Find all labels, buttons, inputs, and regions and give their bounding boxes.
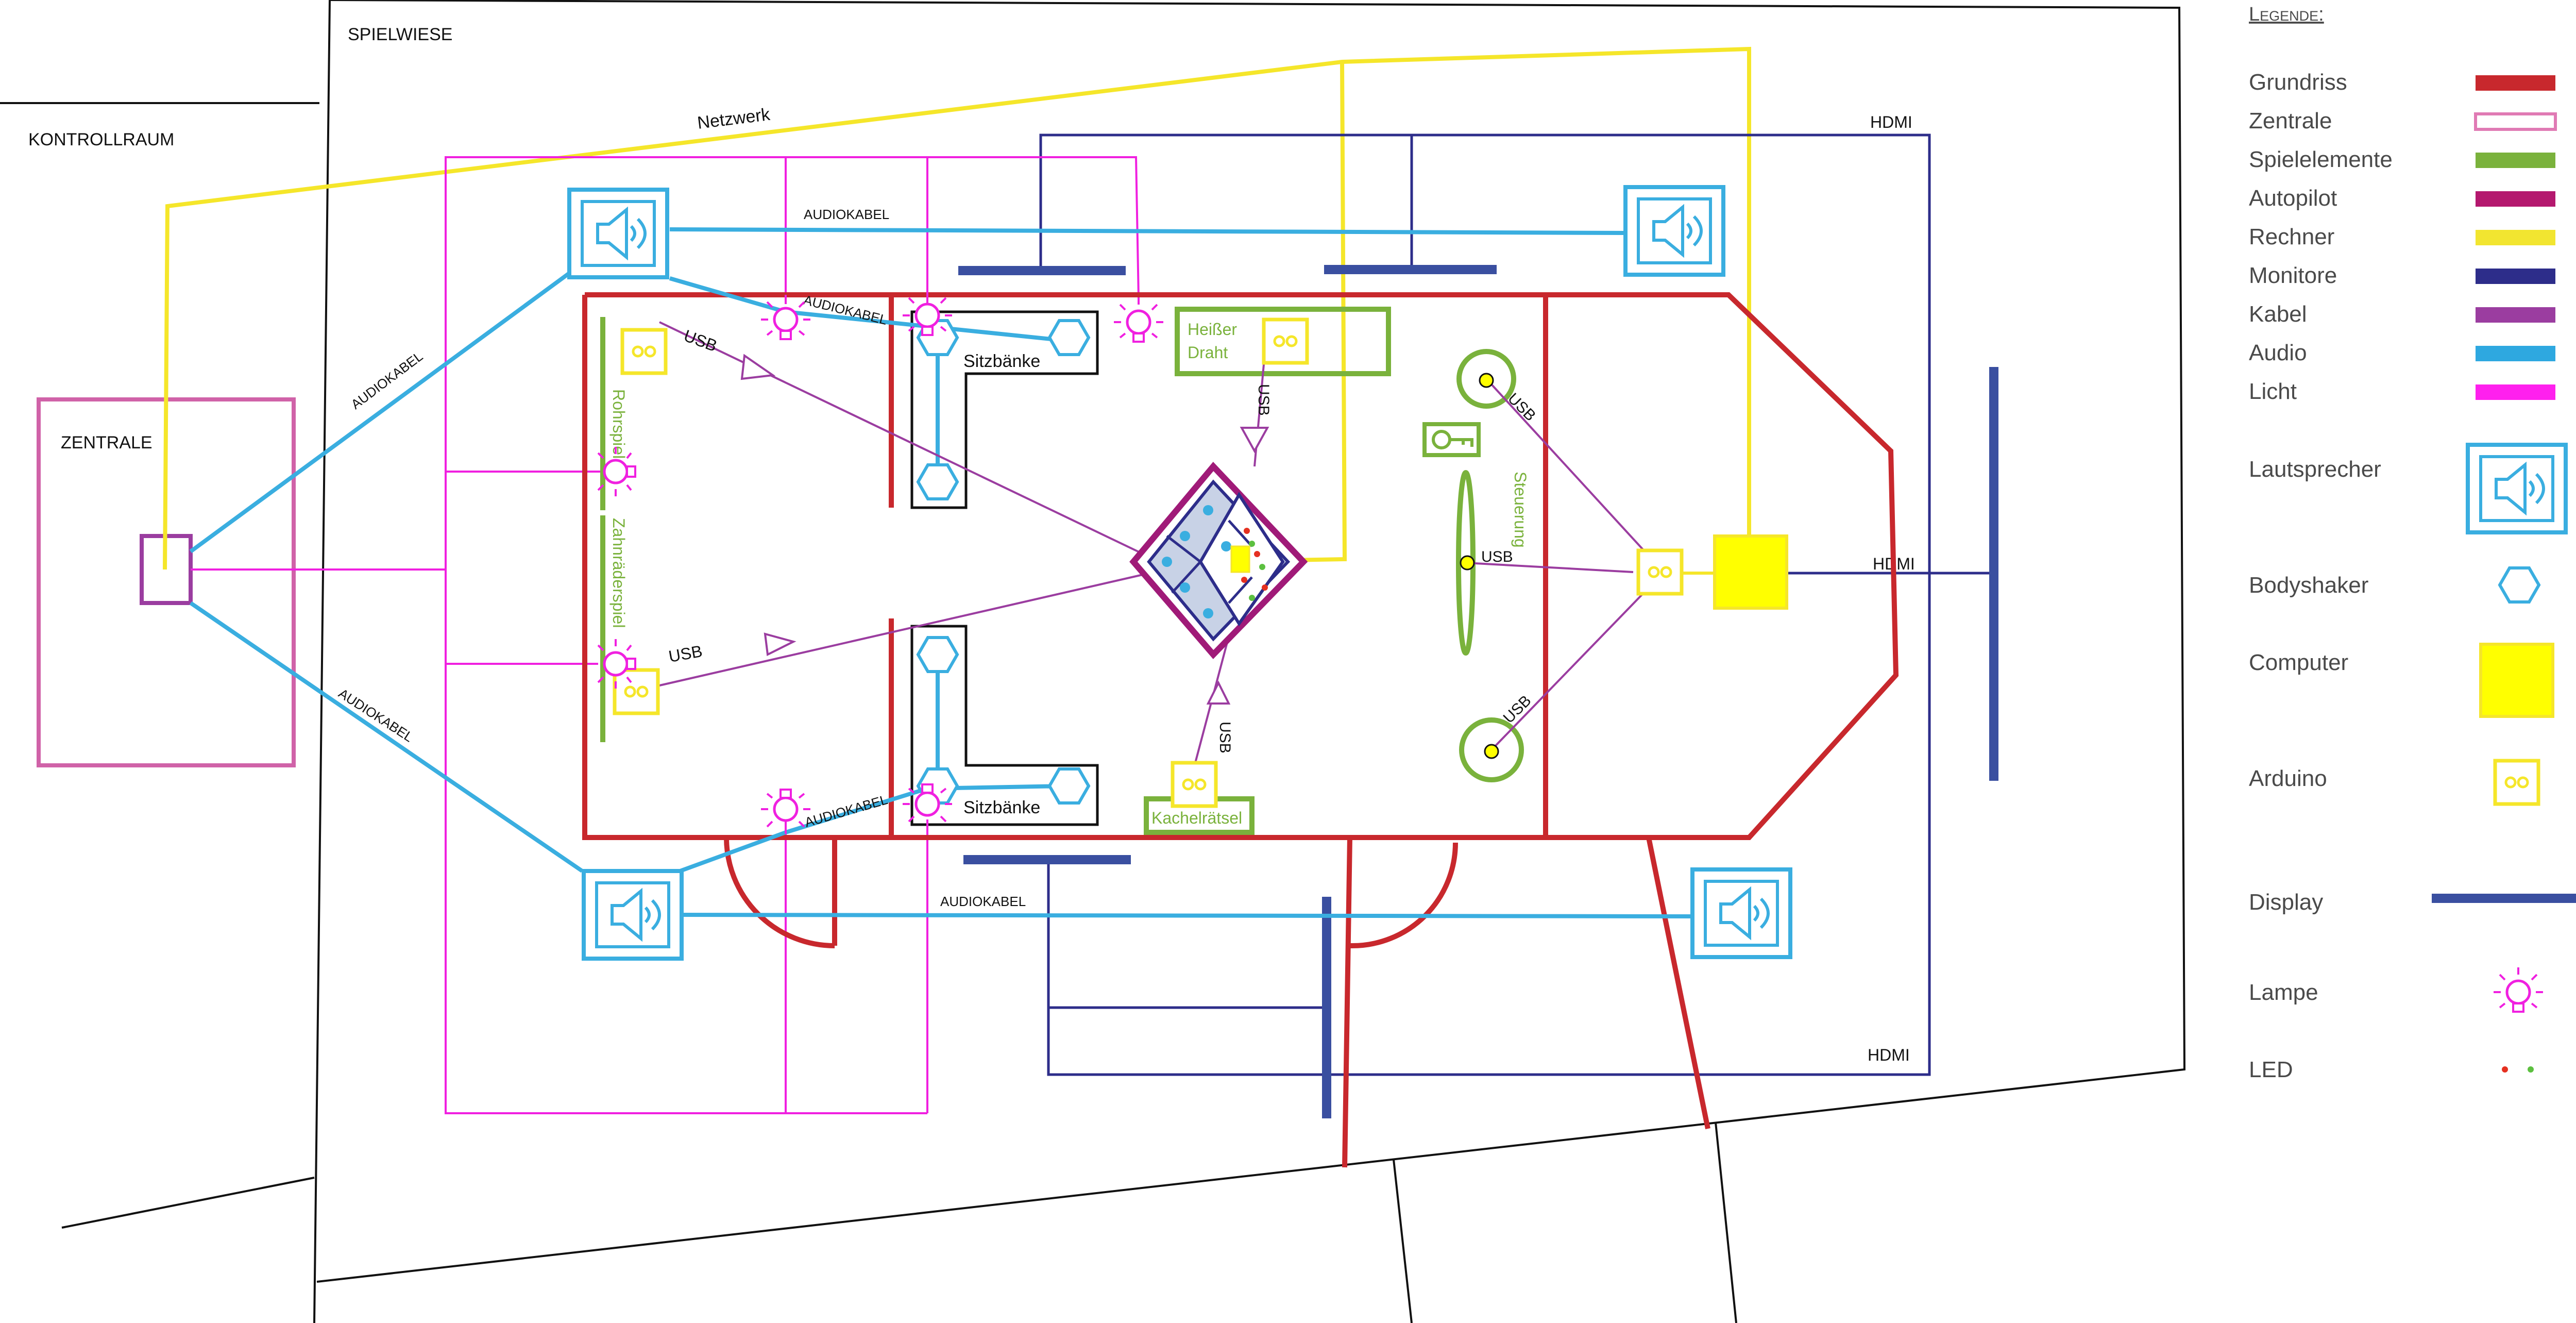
audiokabel-label-2: AUDIOKABEL bbox=[336, 685, 416, 745]
hdmi-label-top: HDMI bbox=[1870, 113, 1912, 131]
usb-label-4: USB bbox=[1216, 722, 1233, 753]
steuerung-label: Steuerung bbox=[1511, 472, 1530, 548]
legend-line-entries: GrundrissZentraleSpielelementeAutopilotR… bbox=[2249, 70, 2557, 404]
legend-swatch-rechner bbox=[2476, 230, 2555, 245]
legend-label-monitore: Monitore bbox=[2249, 263, 2337, 288]
legend: Legende: GrundrissZentraleSpielelementeA… bbox=[2249, 4, 2576, 1082]
zentrale-label: ZENTRALE bbox=[61, 433, 152, 453]
legend-led-red-icon bbox=[2502, 1066, 2508, 1073]
heisser-draht-label-line1: Heißer bbox=[1188, 320, 1237, 339]
audiokabel-label-5: AUDIOKABEL bbox=[803, 792, 889, 830]
legend-hexagon-icon bbox=[2500, 568, 2539, 602]
legend-label-rechner: Rechner bbox=[2249, 224, 2334, 249]
computer bbox=[1713, 534, 1788, 610]
legend-label-spielelemente: Spielelemente bbox=[2249, 147, 2393, 172]
legend-label-audio: Audio bbox=[2249, 340, 2307, 365]
rohrspiel-label: Rohrspiel bbox=[609, 389, 628, 459]
legend-swatch-monitore bbox=[2476, 269, 2555, 284]
light-cables bbox=[191, 156, 1140, 1114]
usb-arrows bbox=[740, 354, 1269, 705]
usb-cables bbox=[659, 321, 1718, 763]
legend-display-label: Display bbox=[2249, 890, 2323, 915]
room-label-kontrollraum: KONTROLLRAUM bbox=[28, 130, 174, 149]
audiokabel-label-3: AUDIOKABEL bbox=[804, 207, 889, 222]
heisser-draht-label-line2: Draht bbox=[1188, 343, 1228, 362]
audiokabel-label-1: AUDIOKABEL bbox=[348, 348, 426, 412]
usb-label-6: USB bbox=[1481, 548, 1513, 565]
kachelraetsel-label: Kachelrätsel bbox=[1151, 809, 1242, 827]
usb-label-3: USB bbox=[1255, 384, 1272, 416]
steering-knobs bbox=[1460, 373, 1499, 759]
legend-swatch-audio bbox=[2476, 346, 2555, 361]
legend-led-label: LED bbox=[2249, 1057, 2293, 1082]
legend-label-zentrale: Zentrale bbox=[2249, 108, 2332, 133]
legend-bodyshaker-label: Bodyshaker bbox=[2249, 573, 2368, 598]
legend-swatch-autopilot bbox=[2476, 191, 2555, 207]
legend-speaker-icon bbox=[2468, 445, 2566, 532]
zahnraederspiel-label: Zahnräderspiel bbox=[609, 518, 628, 628]
audiokabel-label-6: AUDIOKABEL bbox=[940, 894, 1026, 909]
building-outlines bbox=[0, 0, 2186, 1323]
room-label-spielwiese: SPIELWIESE bbox=[348, 25, 452, 44]
legend-swatch-zentrale bbox=[2474, 112, 2557, 131]
sitzbaenke-label-bottom: Sitzbänke bbox=[963, 798, 1040, 817]
floor-plan-walls bbox=[582, 292, 1899, 1168]
lamps bbox=[591, 291, 1163, 834]
network-label: Netzwerk bbox=[696, 105, 771, 133]
legend-computer-label: Computer bbox=[2249, 650, 2348, 675]
hdmi-label-bottom: HDMI bbox=[1868, 1046, 1910, 1064]
usb-label-2: USB bbox=[667, 642, 704, 666]
game-elements bbox=[600, 307, 1524, 835]
legend-lamp-icon bbox=[2494, 967, 2543, 1012]
legend-swatch-kabel bbox=[2476, 307, 2555, 323]
legend-title: Legende: bbox=[2249, 4, 2324, 25]
legend-led-green-icon bbox=[2528, 1066, 2534, 1073]
audiokabel-label-4: AUDIOKABEL bbox=[802, 292, 889, 328]
usb-label-1: USB bbox=[682, 326, 720, 355]
legend-swatch-grundriss bbox=[2476, 75, 2555, 91]
legend-label-licht: Licht bbox=[2249, 379, 2297, 404]
legend-label-kabel: Kabel bbox=[2249, 302, 2307, 327]
audio-cables bbox=[189, 227, 1693, 918]
legend-computer-icon bbox=[2479, 643, 2554, 718]
legend-label-grundriss: Grundriss bbox=[2249, 70, 2347, 95]
displays bbox=[958, 265, 1998, 1118]
legend-label-autopilot: Autopilot bbox=[2249, 186, 2337, 211]
legend-lautsprecher-label: Lautsprecher bbox=[2249, 457, 2381, 482]
legend-swatch-licht bbox=[2476, 384, 2555, 400]
autopilot bbox=[1129, 461, 1308, 659]
legend-arduino-label: Arduino bbox=[2249, 766, 2327, 791]
legend-lampe-label: Lampe bbox=[2249, 980, 2318, 1005]
bodyshakers bbox=[918, 321, 1089, 803]
legend-swatch-spielelemente bbox=[2476, 153, 2555, 168]
sitzbaenke bbox=[910, 310, 1099, 826]
sitzbaenke-label-top: Sitzbänke bbox=[963, 351, 1040, 371]
legend-arduino-icon bbox=[2495, 761, 2538, 804]
